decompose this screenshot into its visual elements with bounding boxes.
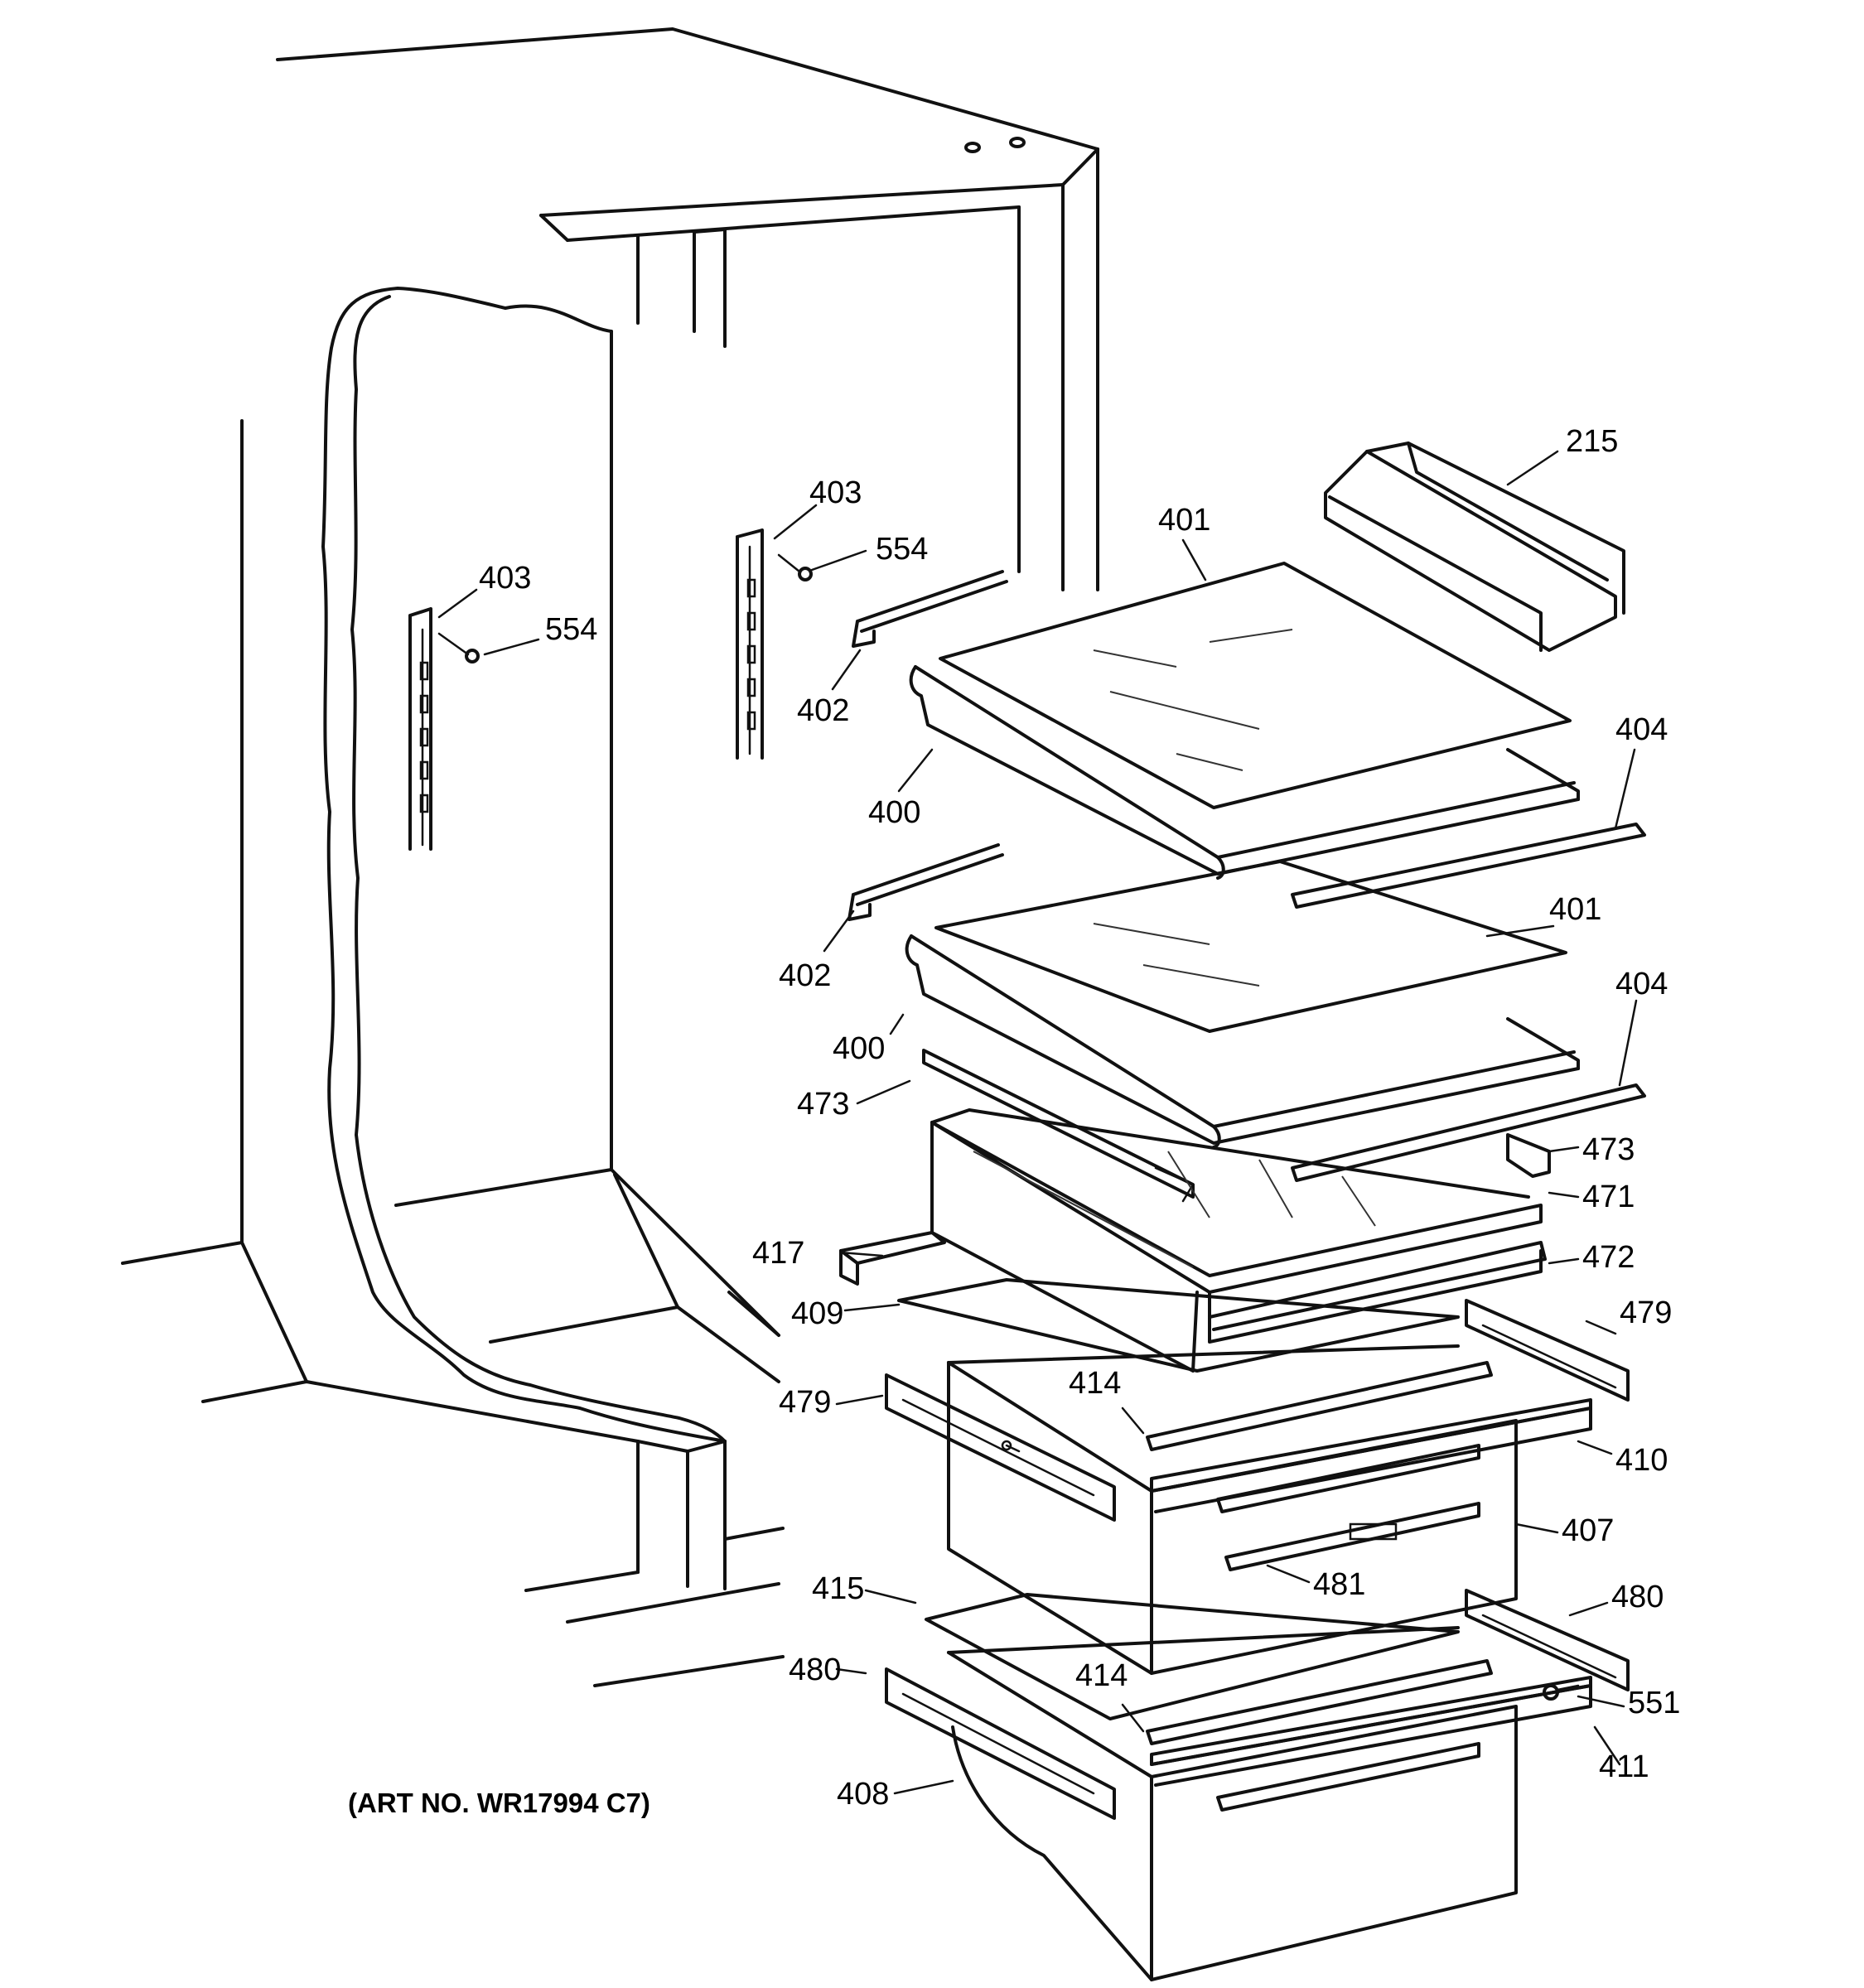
shelf-support-right xyxy=(736,528,764,760)
callout-400-lower: 400 xyxy=(833,1031,885,1066)
drawer-glass-415 xyxy=(925,1593,1460,1720)
drawer-front-411 xyxy=(1150,1676,1592,1766)
callout-409: 409 xyxy=(791,1296,843,1331)
slide-480-left xyxy=(885,1667,1116,1820)
callout-479-left: 479 xyxy=(779,1385,831,1420)
shelf-support-left xyxy=(408,607,432,851)
door-bin xyxy=(1324,442,1625,652)
drawer-trim-414-upper xyxy=(1146,1361,1493,1451)
callout-411: 411 xyxy=(1599,1749,1649,1784)
callout-554-right: 554 xyxy=(876,532,928,567)
callout-408: 408 xyxy=(837,1777,889,1812)
shelf-trim-upper xyxy=(1291,823,1646,909)
callout-414-lower: 414 xyxy=(1075,1658,1128,1693)
callout-471: 471 xyxy=(1582,1180,1635,1214)
shelf-frame-upper xyxy=(909,665,1580,880)
callout-403-left: 403 xyxy=(479,561,531,596)
crisper-glass-409 xyxy=(897,1278,1460,1373)
slide-479-left xyxy=(885,1373,1116,1522)
callout-480-left: 480 xyxy=(789,1653,841,1687)
callout-410: 410 xyxy=(1615,1443,1668,1478)
slide-480-right xyxy=(1465,1589,1630,1691)
shelf-bracket-upper xyxy=(852,570,1008,648)
shelf-trim-lower xyxy=(1291,1083,1646,1182)
callout-473-right: 473 xyxy=(1582,1132,1635,1167)
callout-472: 472 xyxy=(1582,1240,1635,1275)
shelf-frame-lower xyxy=(905,934,1580,1149)
cabinet xyxy=(121,27,1099,1687)
callout-414-upper: 414 xyxy=(1069,1366,1121,1401)
callout-402-lower: 402 xyxy=(779,958,831,993)
callout-473-left: 473 xyxy=(797,1087,849,1122)
callout-402-upper: 402 xyxy=(797,693,849,728)
callout-404-upper: 404 xyxy=(1615,712,1668,747)
drawer-front-410 xyxy=(1150,1398,1592,1493)
leader-lines xyxy=(437,450,1638,1795)
shelf-bracket-lower xyxy=(847,843,1004,921)
callout-481: 481 xyxy=(1313,1567,1365,1602)
drawer-trim-414-lower xyxy=(1146,1659,1493,1745)
callout-404-lower: 404 xyxy=(1615,967,1668,1001)
glass-shelf-lower xyxy=(934,860,1567,1033)
slide-417 xyxy=(839,1231,946,1286)
slide-479-right xyxy=(1465,1299,1630,1402)
drawer-upper xyxy=(947,1344,1592,1675)
callout-554-left: 554 xyxy=(545,612,597,647)
callout-401-lower: 401 xyxy=(1549,892,1601,927)
callout-400-upper: 400 xyxy=(868,795,920,830)
callout-551: 551 xyxy=(1628,1686,1680,1720)
callout-417: 417 xyxy=(752,1236,804,1271)
cover-support-rail xyxy=(922,1049,1195,1203)
callout-401-upper: 401 xyxy=(1158,503,1210,538)
callout-415: 415 xyxy=(812,1571,864,1606)
screw-left xyxy=(437,632,480,663)
callout-407: 407 xyxy=(1562,1513,1614,1548)
cover-support-right xyxy=(1506,1133,1551,1178)
callout-215: 215 xyxy=(1566,424,1618,459)
crisper-cover-frame xyxy=(930,1108,1547,1373)
screw-right xyxy=(777,553,813,581)
art-number: (ART NO. WR17994 C7) xyxy=(348,1788,650,1818)
callout-480-right: 480 xyxy=(1611,1580,1664,1614)
callout-labels: 215 401 403 554 403 554 402 404 400 401 … xyxy=(348,424,1680,1818)
glass-shelf-upper xyxy=(939,562,1572,809)
callout-403-right: 403 xyxy=(809,475,862,510)
callout-479-right: 479 xyxy=(1620,1296,1672,1330)
